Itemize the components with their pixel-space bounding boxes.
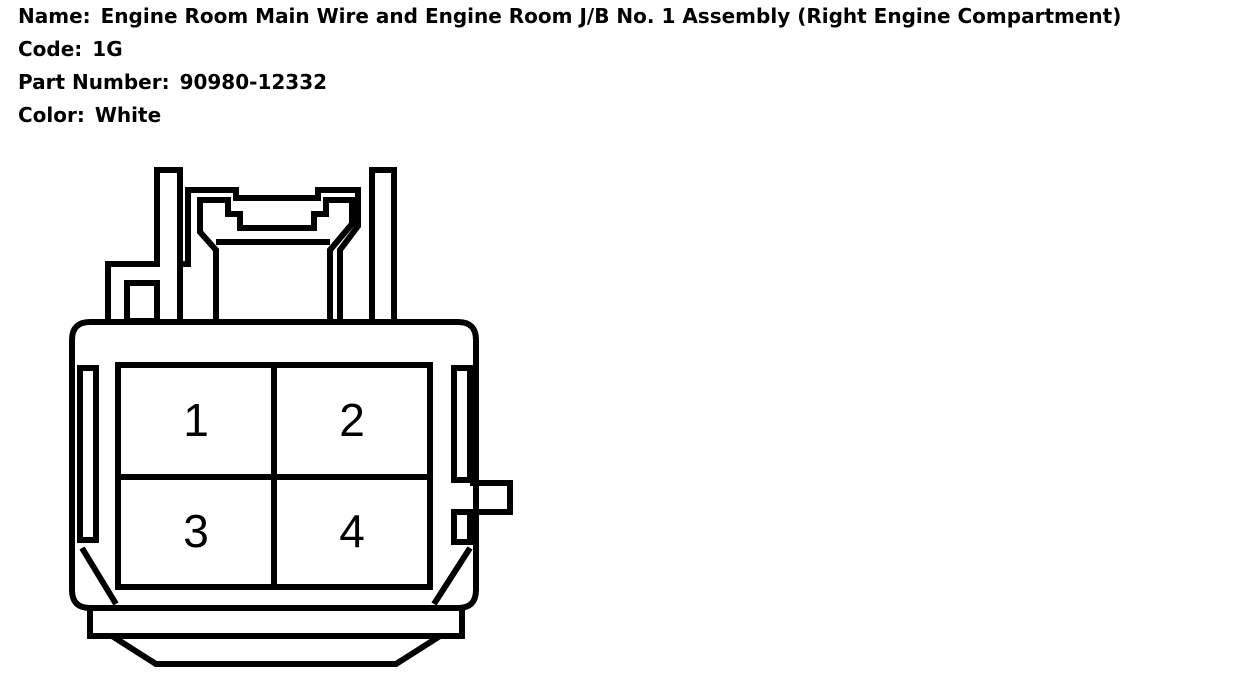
name-label: Name: [18,4,91,28]
left-post-window [124,280,160,324]
left-bottom-chamfer [79,546,119,606]
color-label: Color: [18,103,85,127]
pin-1-label: 1 [183,394,209,446]
latch-opening [197,197,355,322]
right-post [369,167,397,322]
pin-3-label: 3 [183,505,209,557]
left-post [105,167,183,322]
part-number-row: Part Number: 90980-12332 [18,66,1121,99]
right-bottom-chamfer [431,546,473,606]
lock-latch [177,187,361,322]
connector-info: Name: Engine Room Main Wire and Engine Ro… [18,0,1121,132]
right-side-tab [470,480,513,515]
color-value: White [94,103,162,127]
color-row: Color: White [18,99,1121,132]
part-number-label: Part Number: [18,70,170,94]
part-number-value: 90980-12332 [179,70,328,94]
code-value: 1G [92,37,123,61]
bottom-flange [87,610,465,639]
code-label: Code: [18,37,83,61]
left-side-slot [77,365,99,543]
right-side-slot [451,365,473,483]
pin-4-label: 4 [339,505,365,557]
right-lower-slot [451,509,473,545]
code-row: Code: 1G [18,33,1121,66]
name-row: Name: Engine Room Main Wire and Engine Ro… [18,0,1121,33]
pin-2-label: 2 [339,394,365,446]
connector-housing [69,319,479,611]
bottom-skirt [110,633,442,667]
name-value: Engine Room Main Wire and Engine Room J/… [100,4,1122,28]
